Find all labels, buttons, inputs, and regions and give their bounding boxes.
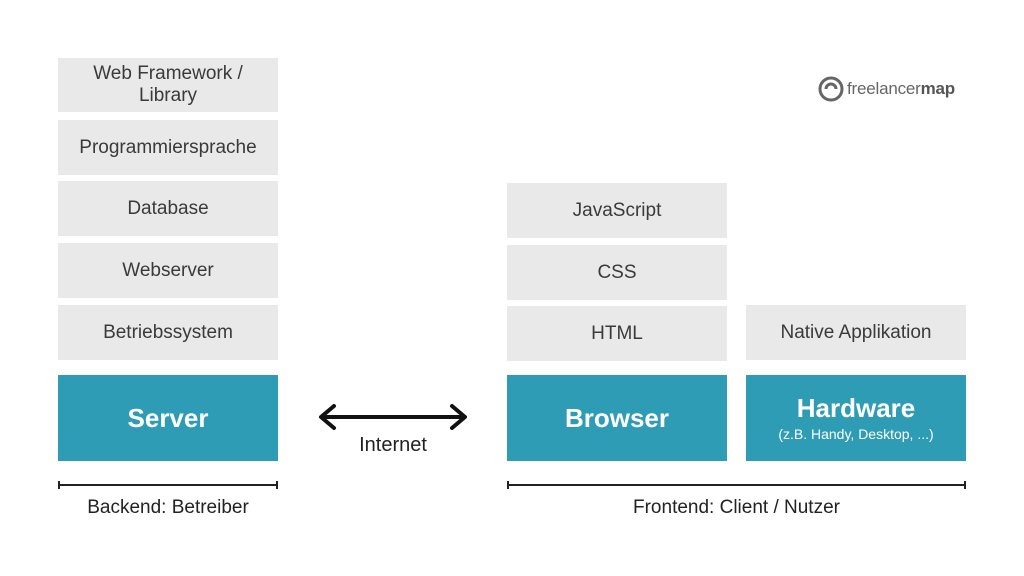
backend-layer-framework: Web Framework / Library bbox=[58, 58, 278, 112]
freelancermap-logo-icon bbox=[818, 76, 844, 102]
logo-text-light: freelancer bbox=[847, 79, 921, 98]
frontend-layer-javascript: JavaScript bbox=[507, 183, 727, 238]
frontend-layer-html-label: HTML bbox=[591, 322, 643, 344]
backend-layer-webserver-label: Webserver bbox=[122, 259, 214, 281]
internet-label: Internet bbox=[359, 434, 427, 456]
frontend-layer-css-label: CSS bbox=[597, 261, 637, 283]
backend-layer-database: Database bbox=[58, 181, 278, 236]
server-block: Server bbox=[58, 375, 278, 461]
frontend-caption: Frontend: Client / Nutzer bbox=[633, 497, 840, 518]
frontend-layer-javascript-label: JavaScript bbox=[572, 199, 662, 221]
backend-layer-language: Programmiersprache bbox=[58, 120, 278, 175]
double-arrow-icon bbox=[319, 404, 467, 430]
backend-caption: Backend: Betreiber bbox=[87, 497, 249, 518]
logo-text-bold: map bbox=[920, 79, 956, 98]
browser-block: Browser bbox=[507, 375, 727, 461]
hardware-block: Hardware (z.B. Handy, Desktop, ...) bbox=[746, 375, 966, 461]
backend-layer-os-label: Betriebssystem bbox=[103, 321, 233, 343]
browser-label: Browser bbox=[564, 403, 670, 433]
frontend-layer-native-app-label: Native Applikation bbox=[780, 321, 932, 343]
backend-bracket bbox=[58, 481, 278, 489]
backend-layer-framework-label: Web Framework / Library bbox=[93, 63, 243, 106]
frontend-layer-css: CSS bbox=[507, 245, 727, 300]
frontend-layer-html: HTML bbox=[507, 306, 727, 361]
logo-wordmark: freelancermap bbox=[847, 79, 955, 99]
backend-layer-os: Betriebssystem bbox=[58, 305, 278, 360]
backend-layer-language-label: Programmiersprache bbox=[79, 136, 257, 158]
frontend-bracket bbox=[507, 481, 966, 489]
server-label: Server bbox=[127, 403, 209, 433]
backend-layer-database-label: Database bbox=[127, 197, 209, 219]
hardware-sublabel: (z.B. Handy, Desktop, ...) bbox=[778, 426, 934, 442]
backend-layer-webserver: Webserver bbox=[58, 243, 278, 298]
hardware-label: Hardware bbox=[796, 393, 916, 423]
freelancermap-logo: freelancermap bbox=[818, 76, 955, 102]
frontend-layer-native-app: Native Applikation bbox=[746, 305, 966, 360]
